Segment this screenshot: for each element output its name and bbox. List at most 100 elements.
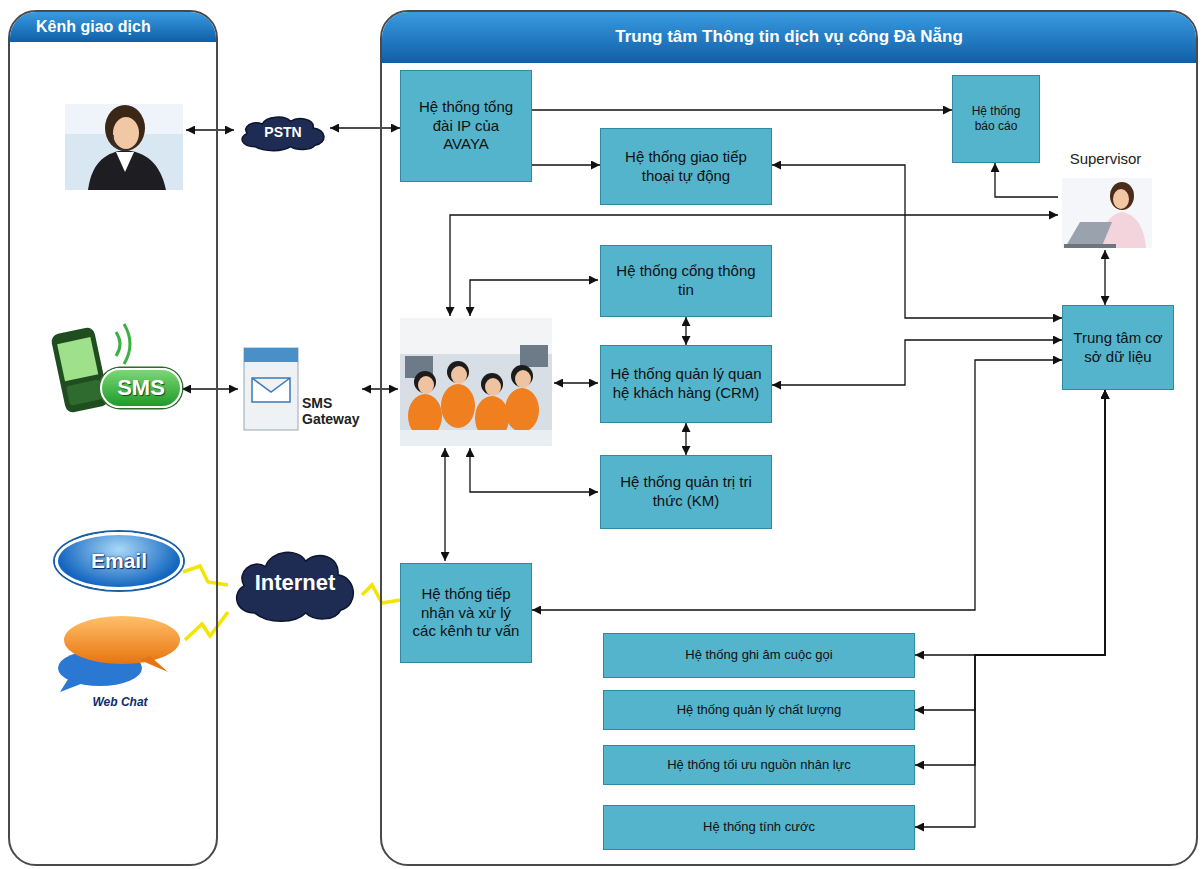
process-box: Hệ thống tính cước: [603, 805, 915, 850]
agent-face: [451, 366, 467, 384]
process-box: Hệ thống quản lý chất lượng: [603, 690, 915, 730]
node-label: PSTN: [264, 124, 301, 140]
node-label: Internet: [255, 570, 336, 596]
node-label: Supervisor: [1070, 150, 1142, 167]
photo-ground: [65, 104, 183, 190]
connector: [772, 340, 1062, 385]
node-label: Hệ thống tính cước: [703, 819, 815, 835]
agent-hair: [447, 361, 469, 383]
wireless-link: [183, 566, 228, 585]
supervisor-station: Supervisor: [1058, 150, 1153, 250]
process-box: Hệ thống tối ưu nguồn nhân lực: [603, 745, 915, 785]
connector: [995, 163, 1058, 197]
gateway-icon: SMS Gateway: [238, 343, 360, 435]
phone-screen: [57, 337, 98, 381]
agent-link: [470, 280, 598, 316]
process-box: Hệ thống tổng đài IP của AVAYA: [400, 70, 532, 182]
process-box: Hệ thống giao tiếp thoại tự động: [600, 128, 772, 205]
network-cloud: PSTN: [236, 112, 330, 152]
laptop: [1066, 222, 1112, 246]
panel-title: Kênh giao dịch: [10, 12, 216, 42]
process-box: Hệ thống quản lý quan hệ khách hàng (CRM…: [600, 345, 772, 423]
phone-body: [50, 326, 110, 413]
webchat-bubbles: [58, 616, 180, 692]
agent-link: [470, 448, 598, 492]
caller-face: [113, 117, 139, 149]
agent-body: [441, 384, 475, 428]
agent-face: [515, 370, 531, 388]
connector: [532, 109, 952, 110]
connector: [685, 423, 686, 455]
connector: [330, 127, 400, 128]
connector: [532, 164, 600, 165]
signal-arc: [124, 324, 130, 364]
bubble-tail: [140, 656, 168, 672]
agent-body: [505, 388, 539, 432]
gateway-envelope: [244, 348, 298, 430]
caller-shirt: [116, 152, 134, 172]
process-box: Hệ thống cổng thông tin: [600, 245, 772, 317]
monitor: [520, 345, 548, 367]
process-box: Hệ thống quản trị tri thức (KM): [600, 455, 772, 529]
laptop-base: [1064, 244, 1116, 248]
agents-photo: [400, 318, 552, 446]
signal-arc: [116, 332, 120, 356]
webchat-icon: Web Chat: [55, 615, 185, 710]
node-label: Hệ thống quản lý chất lượng: [677, 702, 842, 718]
connector: [915, 390, 1105, 655]
node-label: Email: [91, 549, 147, 573]
supervisor-face: [1113, 189, 1129, 209]
node-label: SMS Gateway: [302, 396, 360, 427]
node-label: Hệ thống giao tiếp thoại tự động: [609, 148, 763, 186]
agent-hair: [414, 371, 436, 393]
process-box: Hệ thống ghi âm cuộc gọi: [603, 633, 915, 678]
envelope: [252, 378, 290, 402]
panel-title: Trung tâm Thông tin dịch vụ công Đà Nẵng: [382, 12, 1196, 63]
email-badge: Email: [55, 532, 183, 590]
process-box: Trung tâm cơ sở dữ liệu: [1062, 305, 1174, 390]
node-label: Hệ thống tiếp nhận và xử lý các kênh tư …: [409, 585, 523, 641]
panel: Kênh giao dịchSMS EmailWeb Chat: [8, 10, 218, 866]
node-label: Hệ thống quản trị tri thức (KM): [609, 473, 763, 511]
node-label: SMS: [117, 375, 165, 401]
connector: [182, 388, 238, 389]
connector: [915, 390, 1105, 710]
process-box: Hệ thống báo cáo: [952, 75, 1040, 163]
phone-keys: [66, 379, 103, 406]
node-label: Hệ thống cổng thông tin: [609, 262, 763, 300]
node-label: Hệ thống báo cáo: [961, 104, 1031, 134]
caller-hair: [105, 105, 145, 151]
connector: [915, 390, 1105, 827]
supervisor-photo: [1062, 178, 1152, 248]
node-label: Hệ thống tổng đài IP của AVAYA: [409, 98, 523, 154]
desk: [400, 430, 552, 446]
agent-link: [450, 215, 1058, 316]
caller-body: [88, 150, 166, 190]
agent-face: [485, 378, 501, 396]
agent-hair: [481, 373, 503, 395]
photo-ground: [400, 318, 552, 446]
wireless-link: [185, 612, 228, 640]
agent-link: [444, 448, 445, 561]
connector: [1104, 250, 1105, 305]
panel: Trung tâm Thông tin dịch vụ công Đà Nẵng…: [380, 10, 1198, 866]
node-label: Trung tâm cơ sở dữ liệu: [1071, 329, 1165, 367]
agent-face: [418, 376, 434, 394]
headset: [113, 135, 126, 150]
caller-photo: [65, 104, 183, 190]
caller-link: [186, 129, 234, 130]
cloud-outline: [242, 117, 324, 151]
bubble-tail: [60, 676, 86, 692]
agent-link: [554, 382, 598, 383]
photo-ground: [1062, 178, 1152, 248]
connector: [685, 317, 686, 345]
node-label: Web Chat: [92, 695, 147, 709]
node-label: Hệ thống ghi âm cuộc gọi: [685, 647, 832, 663]
bubble: [64, 616, 180, 664]
supervisor-hair: [1110, 182, 1134, 210]
agent-hair: [511, 365, 533, 387]
connector: [772, 165, 1062, 318]
node-label: Hệ thống quản lý quan hệ khách hàng (CRM…: [609, 365, 763, 403]
connector: [915, 390, 1105, 765]
